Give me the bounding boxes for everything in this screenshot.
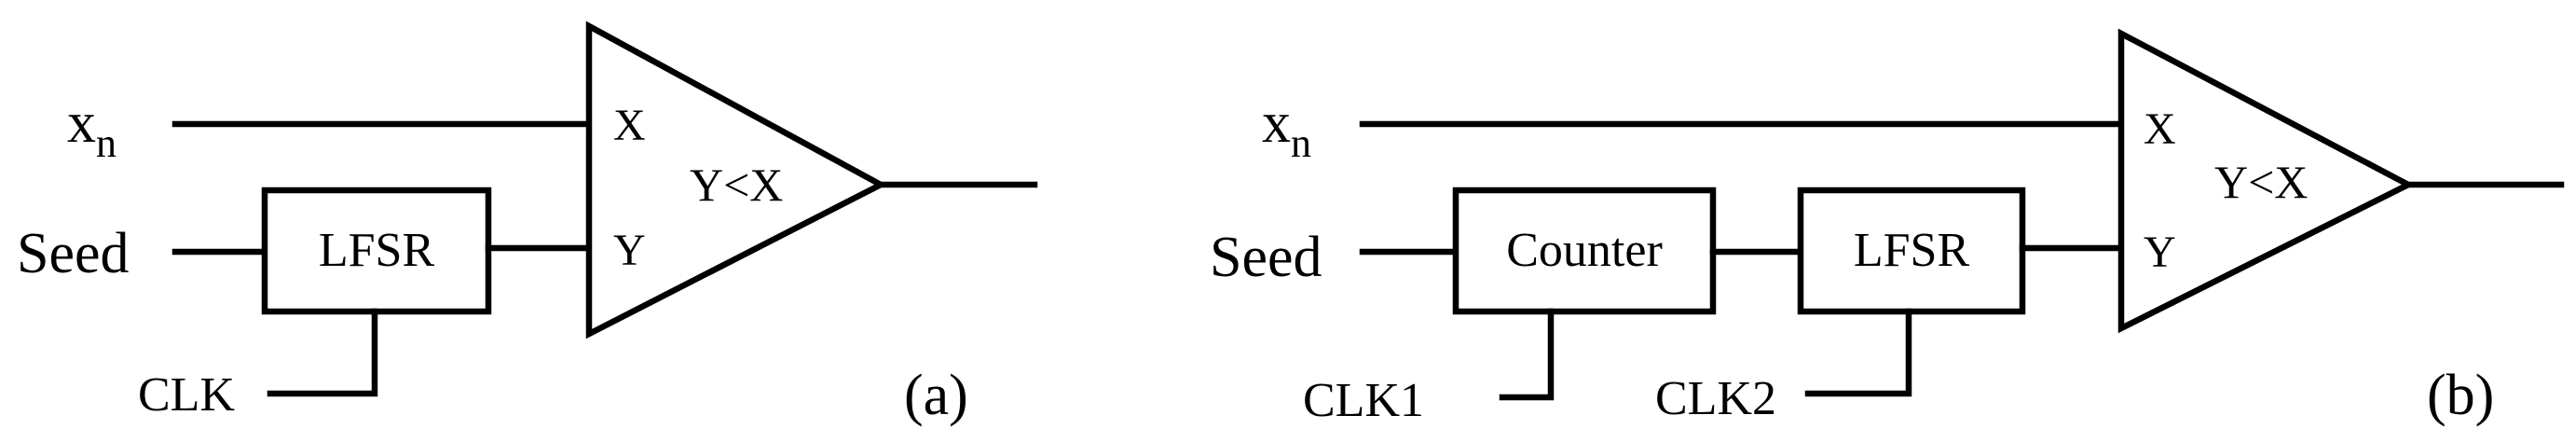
panel-b-counter-label: Counter (1506, 224, 1663, 277)
panel-b-xn-main: x (1262, 91, 1291, 155)
panel-b-xn-subscript: n (1291, 120, 1311, 166)
panel-a-port-x: X (613, 101, 646, 150)
panel-b-comparator-label: Y<X (2214, 156, 2308, 208)
panel-b-counter-block (1452, 187, 1717, 315)
panel-a-seed-label: Seed (17, 222, 130, 285)
panel-a-comparator (585, 21, 887, 339)
panel-a-comparator-label: Y<X (690, 159, 783, 211)
panel-a-xn-subscript: n (96, 120, 116, 166)
panel-b-clk1-label: CLK1 (1303, 374, 1424, 427)
panel-a-clk-wire (267, 308, 378, 397)
panel-b-clk2-label: CLK2 (1655, 372, 1776, 425)
panel-b-xn-label: xn (1262, 91, 1311, 166)
panel-b-caption: (b) (2427, 364, 2494, 427)
panel-a-clk-label: CLK (138, 368, 235, 422)
panel-b-port-y: Y (2144, 228, 2176, 277)
panel-b-comparator (2117, 28, 2416, 334)
panel-a-xn-label: xn (67, 91, 116, 166)
panel-a-xn-main: x (67, 91, 96, 155)
panel-a: xn Seed LFSR CLK X Y Y<X (a) (17, 21, 1038, 427)
panel-a-caption: (a) (904, 364, 968, 427)
panel-b-clk1-wire (1499, 308, 1555, 401)
panel-a-port-y: Y (613, 226, 646, 275)
panel-b-clk2-wire (1804, 308, 1912, 397)
panel-b-seed-label: Seed (1210, 226, 1322, 289)
panel-b-lfsr-label: LFSR (1854, 224, 1970, 277)
panel-a-lfsr-label: LFSR (319, 224, 435, 277)
panel-b-port-x: X (2144, 104, 2176, 154)
panel-b: xn Seed Counter LFSR CLK1 CLK2 (1210, 28, 2565, 427)
